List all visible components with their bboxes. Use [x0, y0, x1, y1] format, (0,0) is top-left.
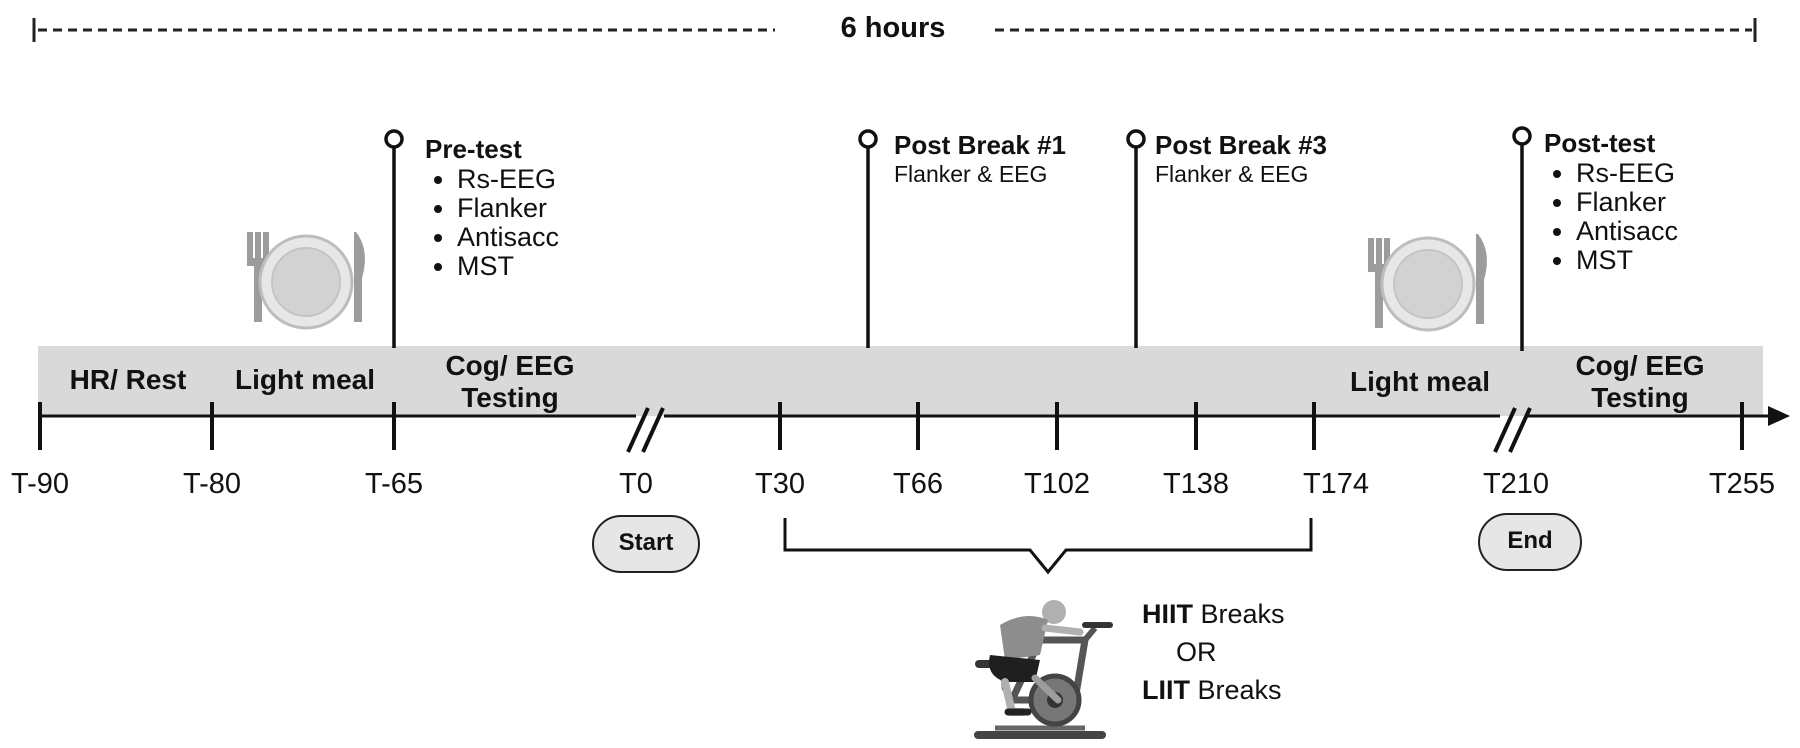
- phase-cog-eeg-line-2: Testing: [461, 382, 559, 413]
- axis-break-1: [626, 407, 665, 453]
- tick-label: T-80: [182, 468, 242, 500]
- hiit-breaks-text: Breaks: [1193, 599, 1285, 629]
- post-break-3-subtitle: Flanker & EEG: [1155, 161, 1309, 187]
- list-item: Flanker: [457, 194, 559, 223]
- timeline-band: [38, 346, 1763, 416]
- axis-arrowhead: [1768, 406, 1790, 426]
- breaks-label: HIIT Breaks OR LIIT Breaks: [1142, 595, 1285, 709]
- duration-label: 6 hours: [840, 12, 946, 44]
- tick-label: T30: [755, 468, 805, 500]
- hiit-label: HIIT: [1142, 599, 1193, 629]
- pre-test-list: Rs-EEG Flanker Antisacc MST: [429, 165, 559, 281]
- tick-label: T-90: [10, 468, 70, 500]
- post-break-3-annotation: Post Break #3 Flanker & EEG: [1155, 130, 1327, 188]
- phase-cog-eeg-testing-1: Cog/ EEG Testing: [400, 350, 620, 414]
- list-item: Flanker: [1576, 188, 1678, 217]
- tick-label: T255: [1708, 468, 1776, 500]
- post-break-1-annotation: Post Break #1 Flanker & EEG: [894, 130, 1066, 188]
- timeline-axis: [38, 406, 1790, 426]
- phase-hr-rest: HR/ Rest: [69, 364, 187, 395]
- end-badge: End: [1478, 513, 1582, 571]
- hiit-breaks-line: HIIT Breaks: [1142, 595, 1285, 633]
- liit-breaks-text: Breaks: [1190, 675, 1282, 705]
- tick-label: T210: [1482, 468, 1550, 500]
- phase-light-meal-1: Light meal: [234, 364, 375, 395]
- tick-label: T138: [1162, 468, 1230, 500]
- plate-cutlery-icon: [247, 232, 365, 330]
- list-item: MST: [1576, 246, 1678, 275]
- liit-breaks-line: LIIT Breaks: [1142, 671, 1285, 709]
- marker-post-test: [1512, 126, 1532, 351]
- liit-label: LIIT: [1142, 675, 1190, 705]
- tick-label: T102: [1023, 468, 1091, 500]
- post-test-list: Rs-EEG Flanker Antisacc MST: [1548, 159, 1678, 275]
- marker-post-break-3: [1126, 129, 1146, 348]
- phase-cog-eeg-line-1: Cog/ EEG: [445, 350, 575, 381]
- post-break-1-subtitle: Flanker & EEG: [894, 161, 1048, 187]
- marker-post-break-1: [858, 129, 878, 348]
- pre-test-annotation: Pre-test Rs-EEG Flanker Antisacc MST: [425, 134, 559, 281]
- phase-cog-eeg-line-1: Cog/ EEG: [1575, 350, 1705, 381]
- axis-ticks: [38, 402, 1744, 450]
- or-line: OR: [1176, 637, 1217, 667]
- post-test-title: Post-test: [1544, 128, 1656, 158]
- start-badge: Start: [592, 515, 700, 573]
- pre-test-title: Pre-test: [425, 134, 522, 164]
- plate-cutlery-icon: [1368, 234, 1487, 332]
- list-item: Rs-EEG: [457, 165, 559, 194]
- list-item: MST: [457, 252, 559, 281]
- tick-label: T66: [893, 468, 943, 500]
- post-test-annotation: Post-test Rs-EEG Flanker Antisacc MST: [1544, 128, 1678, 275]
- duration-span: [32, 18, 1757, 42]
- tick-label: T0: [619, 468, 653, 500]
- list-item: Antisacc: [1576, 217, 1678, 246]
- post-break-3-title: Post Break #3: [1155, 130, 1327, 160]
- phase-cog-eeg-testing-2: Cog/ EEG Testing: [1535, 350, 1745, 414]
- list-item: Antisacc: [457, 223, 559, 252]
- tick-label: T174: [1302, 468, 1370, 500]
- breaks-bracket: [783, 518, 1313, 575]
- phase-cog-eeg-line-2: Testing: [1591, 382, 1689, 413]
- tick-label: T-65: [364, 468, 424, 500]
- marker-pre-test: [384, 129, 404, 348]
- post-break-1-title: Post Break #1: [894, 130, 1066, 160]
- phase-light-meal-2: Light meal: [1349, 366, 1490, 397]
- list-item: Rs-EEG: [1576, 159, 1678, 188]
- exercise-bike-rider-icon: [974, 600, 1113, 739]
- axis-break-2: [1493, 407, 1532, 453]
